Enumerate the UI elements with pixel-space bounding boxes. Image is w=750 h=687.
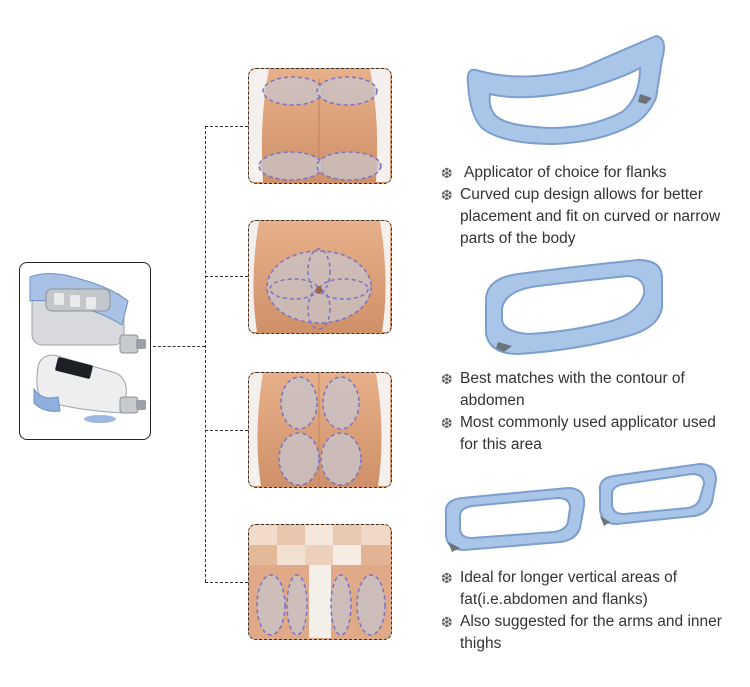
connector-line-branch-1 xyxy=(205,126,248,127)
cryolipolysis-handpiece-image xyxy=(29,273,146,423)
bullet-text: Applicator of choice for flanks xyxy=(464,164,667,181)
lower-handpiece xyxy=(33,354,146,423)
snowflake-icon: ❆ xyxy=(441,570,453,586)
list-item: ❆ Best matches with the contour of abdom… xyxy=(440,368,736,412)
list-item: ❆ Also suggested for the arms and inner … xyxy=(440,611,730,655)
connector-line-branch-3 xyxy=(205,430,248,431)
oval-cup-applicator-image xyxy=(478,258,668,358)
bullet-text: Ideal for longer vertical areas of fat(i… xyxy=(460,569,678,608)
long-ring-applicator-right-image xyxy=(596,462,720,528)
bullet-text: Best matches with the contour of abdomen xyxy=(460,370,685,409)
list-item: ❆ Applicator of choice for flanks xyxy=(440,162,745,184)
snowflake-icon: ❆ xyxy=(441,165,453,181)
snowflake-icon: ❆ xyxy=(441,187,453,203)
snowflake-icon: ❆ xyxy=(441,415,453,431)
flanks-description: ❆ Applicator of choice for flanks ❆ Curv… xyxy=(440,162,745,250)
device-image-box xyxy=(19,262,151,440)
connector-line-vertical xyxy=(205,126,206,582)
flanks-treatment-photo xyxy=(248,68,392,184)
snowflake-icon: ❆ xyxy=(441,614,453,630)
four-zone-abdomen-photo xyxy=(248,372,392,488)
curved-cup-applicator-image xyxy=(462,32,668,152)
connector-line-branch-2 xyxy=(205,276,248,277)
bullet-text: Also suggested for the arms and inner th… xyxy=(460,613,722,652)
list-item: ❆ Most commonly used applicator used for… xyxy=(440,412,736,456)
snowflake-icon: ❆ xyxy=(441,371,453,387)
connector-line-horizontal-main xyxy=(153,346,205,347)
long-ring-applicator-left-image xyxy=(442,486,588,554)
thighs-description: ❆ Ideal for longer vertical areas of fat… xyxy=(440,567,745,655)
connector-line-branch-4 xyxy=(205,582,248,583)
list-item: ❆ Ideal for longer vertical areas of fat… xyxy=(440,567,730,611)
abdomen-description: ❆ Best matches with the contour of abdom… xyxy=(440,368,740,456)
bullet-text: Curved cup design allows for better plac… xyxy=(460,186,721,247)
abdomen-treatment-photo xyxy=(248,220,392,334)
thighs-treatment-photo xyxy=(248,524,392,640)
list-item: ❆ Curved cup design allows for better pl… xyxy=(440,184,745,250)
upper-handpiece xyxy=(29,273,146,354)
bullet-text: Most commonly used applicator used for t… xyxy=(460,414,716,453)
